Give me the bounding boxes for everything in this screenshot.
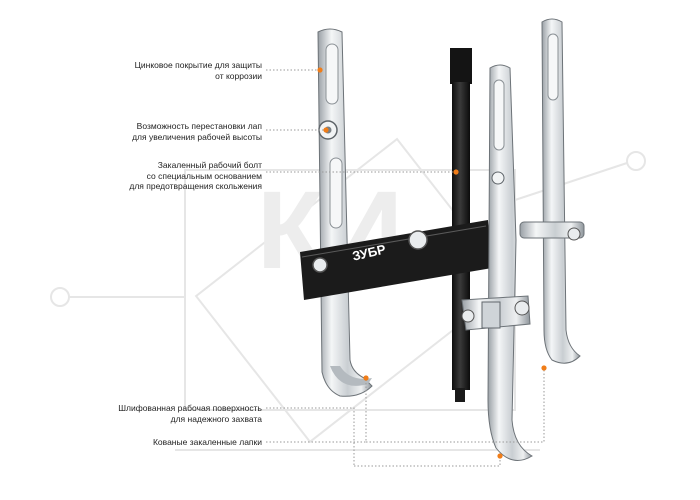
middle-jaw (487, 64, 533, 461)
callout-line: для увеличения рабочей высоты (132, 131, 262, 142)
brand-logo: ЗУБР (351, 241, 388, 263)
callout-forged-tips: Кованые закаленные лапки (153, 437, 262, 448)
callout-line: для предотвращения скольжения (129, 181, 262, 191)
crossbar (300, 220, 492, 300)
lower-linkage (461, 295, 531, 331)
callout-line: для надежного захвата (170, 413, 262, 424)
callout-leaders (266, 69, 545, 467)
callout-zinc-coating: Цинковое покрытие для защиты от коррозии (135, 60, 262, 81)
callout-line: Кованые закаленные лапки (152, 437, 262, 447)
callout-line: со специальным основанием (146, 170, 262, 181)
callout-line: Цинковое покрытие для защиты (134, 60, 262, 70)
right-jaw (519, 18, 585, 364)
callout-line: Шлифованная рабочая поверхность (118, 403, 262, 413)
callout-line: от коррозии (215, 70, 262, 81)
callout-markers (317, 67, 547, 459)
callout-line: Возможность перестановки лап (136, 121, 262, 131)
callout-hardened-bolt: Закаленный рабочий болт со специальным о… (129, 160, 262, 192)
callout-ground-surface: Шлифованная рабочая поверхность для наде… (118, 403, 262, 424)
callout-rearrange-jaws: Возможность перестановки лап для увеличе… (132, 121, 262, 142)
callout-line: Закаленный рабочий болт (157, 160, 262, 170)
